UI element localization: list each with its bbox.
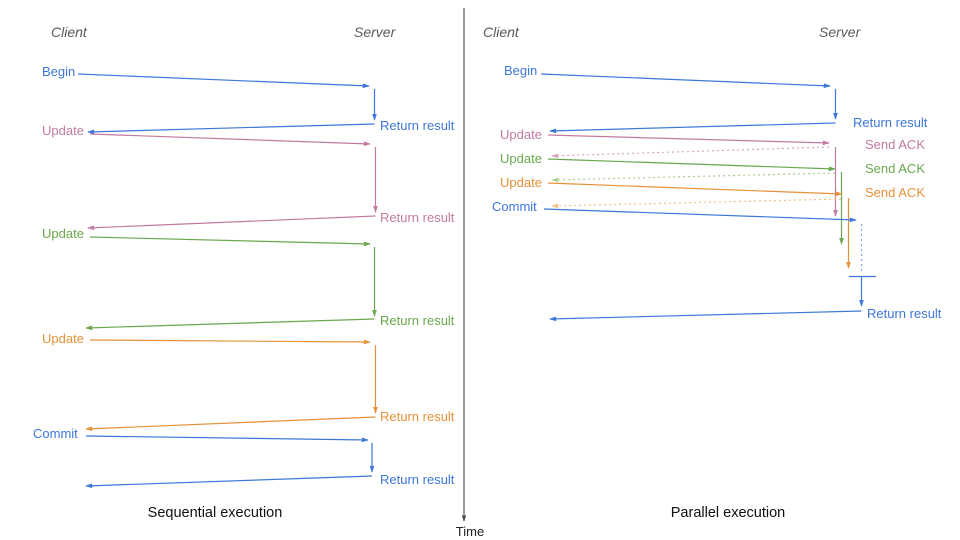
seq-commit-response-label: Return result [380,472,455,487]
seq-panel-title: Sequential execution [147,505,283,521]
seq-begin-request-arrow [77,73,370,89]
seq-update1-request-arrow [89,133,371,147]
time-axis-label: Time [455,524,485,539]
par-update3-request-arrow [547,182,843,197]
seq-begin-response-label: Return result [380,118,455,133]
par-update2-ack-dashed-arrow [551,172,836,183]
par-client-header: Client [483,24,519,40]
seq-update2-label: Update [42,226,84,241]
par-server-header: Server [819,24,861,40]
par-commit-label: Commit [492,199,537,214]
par-update1-label: Update [500,127,542,142]
seq-update2-response-label: Return result [380,313,455,328]
par-update2-request-arrow [547,158,836,172]
par-update3-label: Update [500,175,542,190]
seq-update3-label: Update [42,331,84,346]
seq-commit-label: Commit [33,426,78,441]
seq-begin-label: Begin [42,64,76,79]
par-commit-response-arrow [549,310,862,322]
seq-server-header: Server [354,24,396,40]
par-update1-ack-label: Send ACK [865,137,925,152]
seq-commit-request-arrow [85,435,369,443]
seq-update1-response-arrow [87,215,376,231]
par-update3-ack-dashed-arrow [551,198,842,209]
par-begin-request-arrow [540,73,831,89]
seq-commit-response-arrow [85,475,373,489]
par-update3-ack-label: Send ACK [865,185,925,200]
seq-update3-response-label: Return result [380,409,455,424]
par-begin-response-arrow [549,122,836,134]
par-update1-ack-dashed-arrow [551,146,830,159]
par-panel-title: Parallel execution [670,505,786,521]
par-begin-response-label: Return result [853,115,928,130]
seq-update3-response-arrow [85,416,376,432]
seq-update2-request-arrow [89,236,371,247]
seq-update1-response-label: Return result [380,210,455,225]
par-update1-request-arrow [547,134,830,146]
par-update2-ack-label: Send ACK [865,161,925,176]
par-commit-response-label: Return result [867,306,942,321]
seq-begin-response-arrow [87,123,375,135]
seq-update1-label: Update [42,123,84,138]
seq-update2-response-arrow [85,318,375,331]
par-begin-label: Begin [504,63,538,78]
par-update2-label: Update [500,151,542,166]
seq-client-header: Client [51,24,87,40]
seq-update3-request-arrow [89,339,371,345]
par-commit-request-arrow [543,208,857,223]
